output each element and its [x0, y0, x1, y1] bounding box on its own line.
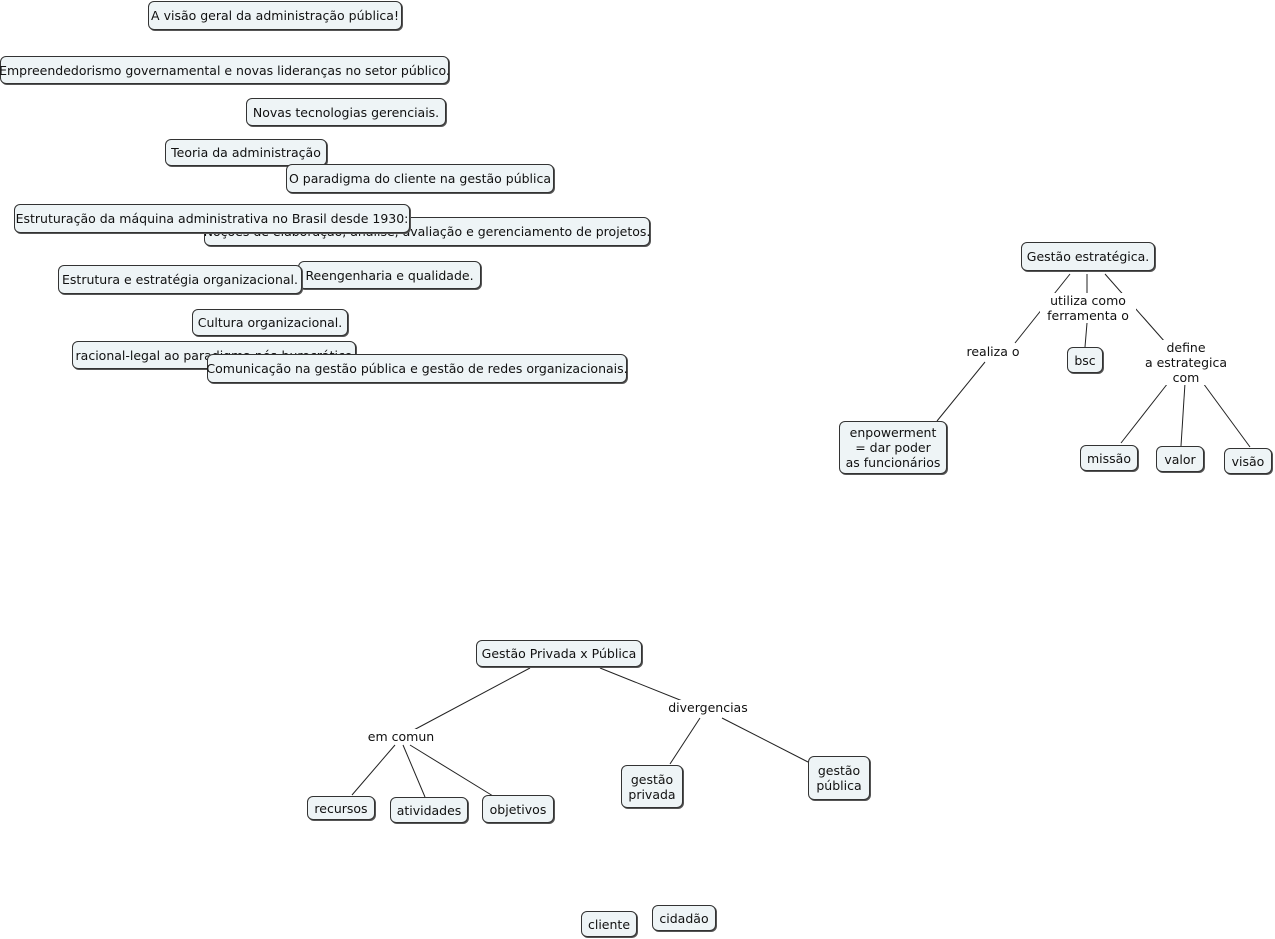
topic-node-cultura-organizacional[interactable]: Cultura organizacional. [192, 309, 348, 336]
topic-node-paradigma-cliente[interactable]: O paradigma do cliente na gestão pública [286, 164, 554, 193]
empowerment-node[interactable]: enpowerment = dar poder as funcionários [839, 421, 947, 474]
link-label-define: define a estrategica com [1138, 340, 1234, 385]
topic-node-empreendedorismo[interactable]: Empreendedorismo governamental e novas l… [0, 56, 450, 84]
recursos-node[interactable]: recursos [307, 796, 375, 820]
atividades-node[interactable]: atividades [390, 797, 468, 823]
link-label-divergencias: divergencias [662, 700, 754, 715]
topic-node-reengenharia[interactable]: Reengenharia e qualidade. [298, 261, 481, 289]
topic-node-estruturacao-maquina[interactable]: Estruturação da máquina administrativa n… [14, 204, 410, 233]
link-define-visao [1202, 382, 1251, 448]
strategy-root-node[interactable]: Gestão estratégica. [1021, 242, 1155, 271]
objetivos-node[interactable]: objetivos [482, 795, 554, 823]
link-label-realiza: realiza o [960, 344, 1026, 359]
link-utiliza-bsc [1084, 322, 1088, 348]
topic-node-teoria-administracao[interactable]: Teoria da administração [165, 139, 327, 166]
topic-node-comunicacao[interactable]: Comunicação na gestão pública e gestão d… [206, 354, 628, 383]
link-comum-recursos [351, 744, 396, 796]
link-divergencias-publica [721, 717, 809, 763]
topic-node-visao-geral[interactable]: A visão geral da administração pública! [148, 1, 402, 30]
bsc-node[interactable]: bsc [1067, 347, 1103, 373]
topic-node-novas-tecnologias[interactable]: Novas tecnologias gerenciais. [246, 98, 446, 126]
cidadao-node[interactable]: cidadão [652, 905, 716, 931]
link-root-divergencias [599, 667, 686, 703]
link-comum-atividades [402, 744, 426, 798]
link-define-missao [1120, 382, 1169, 444]
gestao-publica-node[interactable]: gestão pública [808, 756, 870, 800]
cliente-node[interactable]: cliente [581, 911, 637, 937]
link-realiza-empowerment [936, 361, 986, 422]
visao-node[interactable]: visão [1224, 448, 1272, 474]
topic-node-estrutura-estrategia[interactable]: Estrutura e estratégia organizacional. [58, 265, 302, 294]
link-root-comum [409, 667, 531, 733]
link-divergencias-privada [669, 717, 701, 765]
link-label-em-comum: em comun [362, 729, 440, 744]
missao-node[interactable]: missão [1080, 445, 1138, 471]
link-comum-objetivos [409, 744, 494, 797]
link-label-utiliza: utiliza como ferramenta o [1040, 293, 1136, 323]
compare-root-node[interactable]: Gestão Privada x Pública [476, 640, 642, 667]
valor-node[interactable]: valor [1156, 446, 1204, 472]
link-define-valor [1180, 382, 1186, 447]
gestao-privada-node[interactable]: gestão privada [621, 765, 683, 808]
